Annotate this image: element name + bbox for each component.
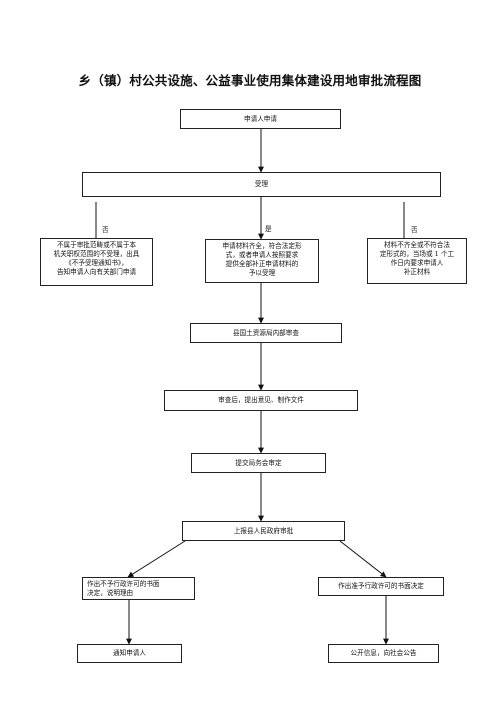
incomplete-line-1: 材料不齐全或不符合法 xyxy=(384,241,450,249)
incomplete-box: 材料不齐全或不符合法 定形式的，当场或 1 个工 作日内要求申请人 补正材料 xyxy=(367,238,467,284)
approve-box: 作出准予行政许可的书面决定 xyxy=(318,577,444,596)
accept-box: 受理 xyxy=(82,172,441,197)
complete-box: 申请材料齐全，符合法定形 式，或者申请人按照要求 提供全部补正申请材料的 予以受… xyxy=(205,239,319,283)
complete-line-2: 式，或者申请人按照要求 xyxy=(225,251,299,259)
reject-left-line-1: 不属于审批范畴或不属于本 xyxy=(56,241,137,249)
complete-line-3: 提供全部补正申请材料的 xyxy=(225,260,299,268)
deny-line-1: 作出不予行政许可的书面 xyxy=(87,580,160,588)
page-title: 乡（镇）村公共设施、公益事业使用集体建设用地审批流程图 xyxy=(78,73,422,88)
edge-label-yes: 是 xyxy=(265,225,272,233)
arrow-to-approve xyxy=(339,540,387,578)
apply-box: 申请人申请 xyxy=(180,109,341,129)
incomplete-line-3: 作日内要求申请人 xyxy=(390,259,444,267)
edge-label-no-left: 否 xyxy=(102,226,109,234)
reject-left-line-2: 机关职权范围的不受理，出具 xyxy=(53,250,140,258)
reject-left-line-3: 《不予受理通知书》， xyxy=(65,259,128,267)
meeting-box: 提交局务会审定 xyxy=(191,453,326,473)
complete-line-1: 申请材料齐全，符合法定形 xyxy=(222,242,302,250)
deny-box: 作出不予行政许可的书面 决定，说明理由 xyxy=(82,577,195,600)
gov-review-box: 上报县人民政府审批 xyxy=(182,521,345,541)
opinion-box: 审查后，提出意见、制作文件 xyxy=(164,390,358,411)
edge-label-no-right: 否 xyxy=(411,226,418,234)
reject-left-line-4: 告知申请人向有关部门申请 xyxy=(56,268,137,276)
notify-box: 通知申请人 xyxy=(77,644,182,663)
incomplete-line-2: 定形式的，当场或 1 个工 xyxy=(379,250,455,258)
complete-line-4: 予以受理 xyxy=(248,269,276,277)
incomplete-line-4: 补正材料 xyxy=(403,268,431,276)
reject-left-box: 不属于审批范畴或不属于本 机关职权范围的不受理，出具 《不予受理通知书》， 告知… xyxy=(40,238,153,286)
deny-line-2: 决定，说明理由 xyxy=(87,589,134,597)
publish-box: 公开信息，向社会公告 xyxy=(328,644,439,663)
arrow-to-deny xyxy=(127,540,186,578)
internal-review-box: 县国土资源局内部审查 xyxy=(190,323,342,343)
